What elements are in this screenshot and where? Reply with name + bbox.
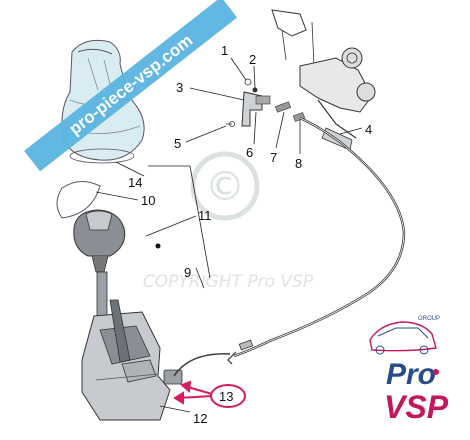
leader-lines xyxy=(95,57,363,413)
gearbox-linkage xyxy=(226,9,376,151)
copyright-watermark: © COPYRIGHT Pro VSP xyxy=(143,151,314,292)
callout-10: 10 xyxy=(141,193,155,208)
gear-lever-base xyxy=(81,243,183,421)
callout-7: 7 xyxy=(270,150,277,165)
copyright-symbol: © xyxy=(205,164,245,210)
callout-12: 12 xyxy=(193,411,207,426)
highlight-arrows xyxy=(173,380,213,405)
copyright-text: COPYRIGHT Pro VSP xyxy=(143,272,314,292)
pro-vsp-logo: GROUP Pro VSP xyxy=(369,316,449,425)
callout-13: 13 xyxy=(219,389,233,404)
callout-5: 5 xyxy=(174,136,181,151)
logo-group-text: GROUP xyxy=(418,316,440,322)
callout-1: 1 xyxy=(221,43,228,58)
callout-3: 3 xyxy=(176,80,183,95)
shift-cables xyxy=(173,116,406,377)
callout-14: 14 xyxy=(128,175,142,190)
callout-9: 9 xyxy=(184,265,191,280)
callout-11: 11 xyxy=(198,208,212,223)
callout-2: 2 xyxy=(249,52,256,67)
shift-knob xyxy=(56,181,126,273)
callout-13-ring xyxy=(210,384,246,408)
callout-4: 4 xyxy=(365,122,372,137)
logo-pro-text: Pro xyxy=(386,358,436,391)
callout-numbers: 1 2 3 4 5 6 7 8 9 10 11 12 13 14 xyxy=(128,43,372,426)
callout-8: 8 xyxy=(295,156,302,171)
callout-6: 6 xyxy=(246,145,253,160)
logo-vsp-text: VSP xyxy=(384,389,449,425)
